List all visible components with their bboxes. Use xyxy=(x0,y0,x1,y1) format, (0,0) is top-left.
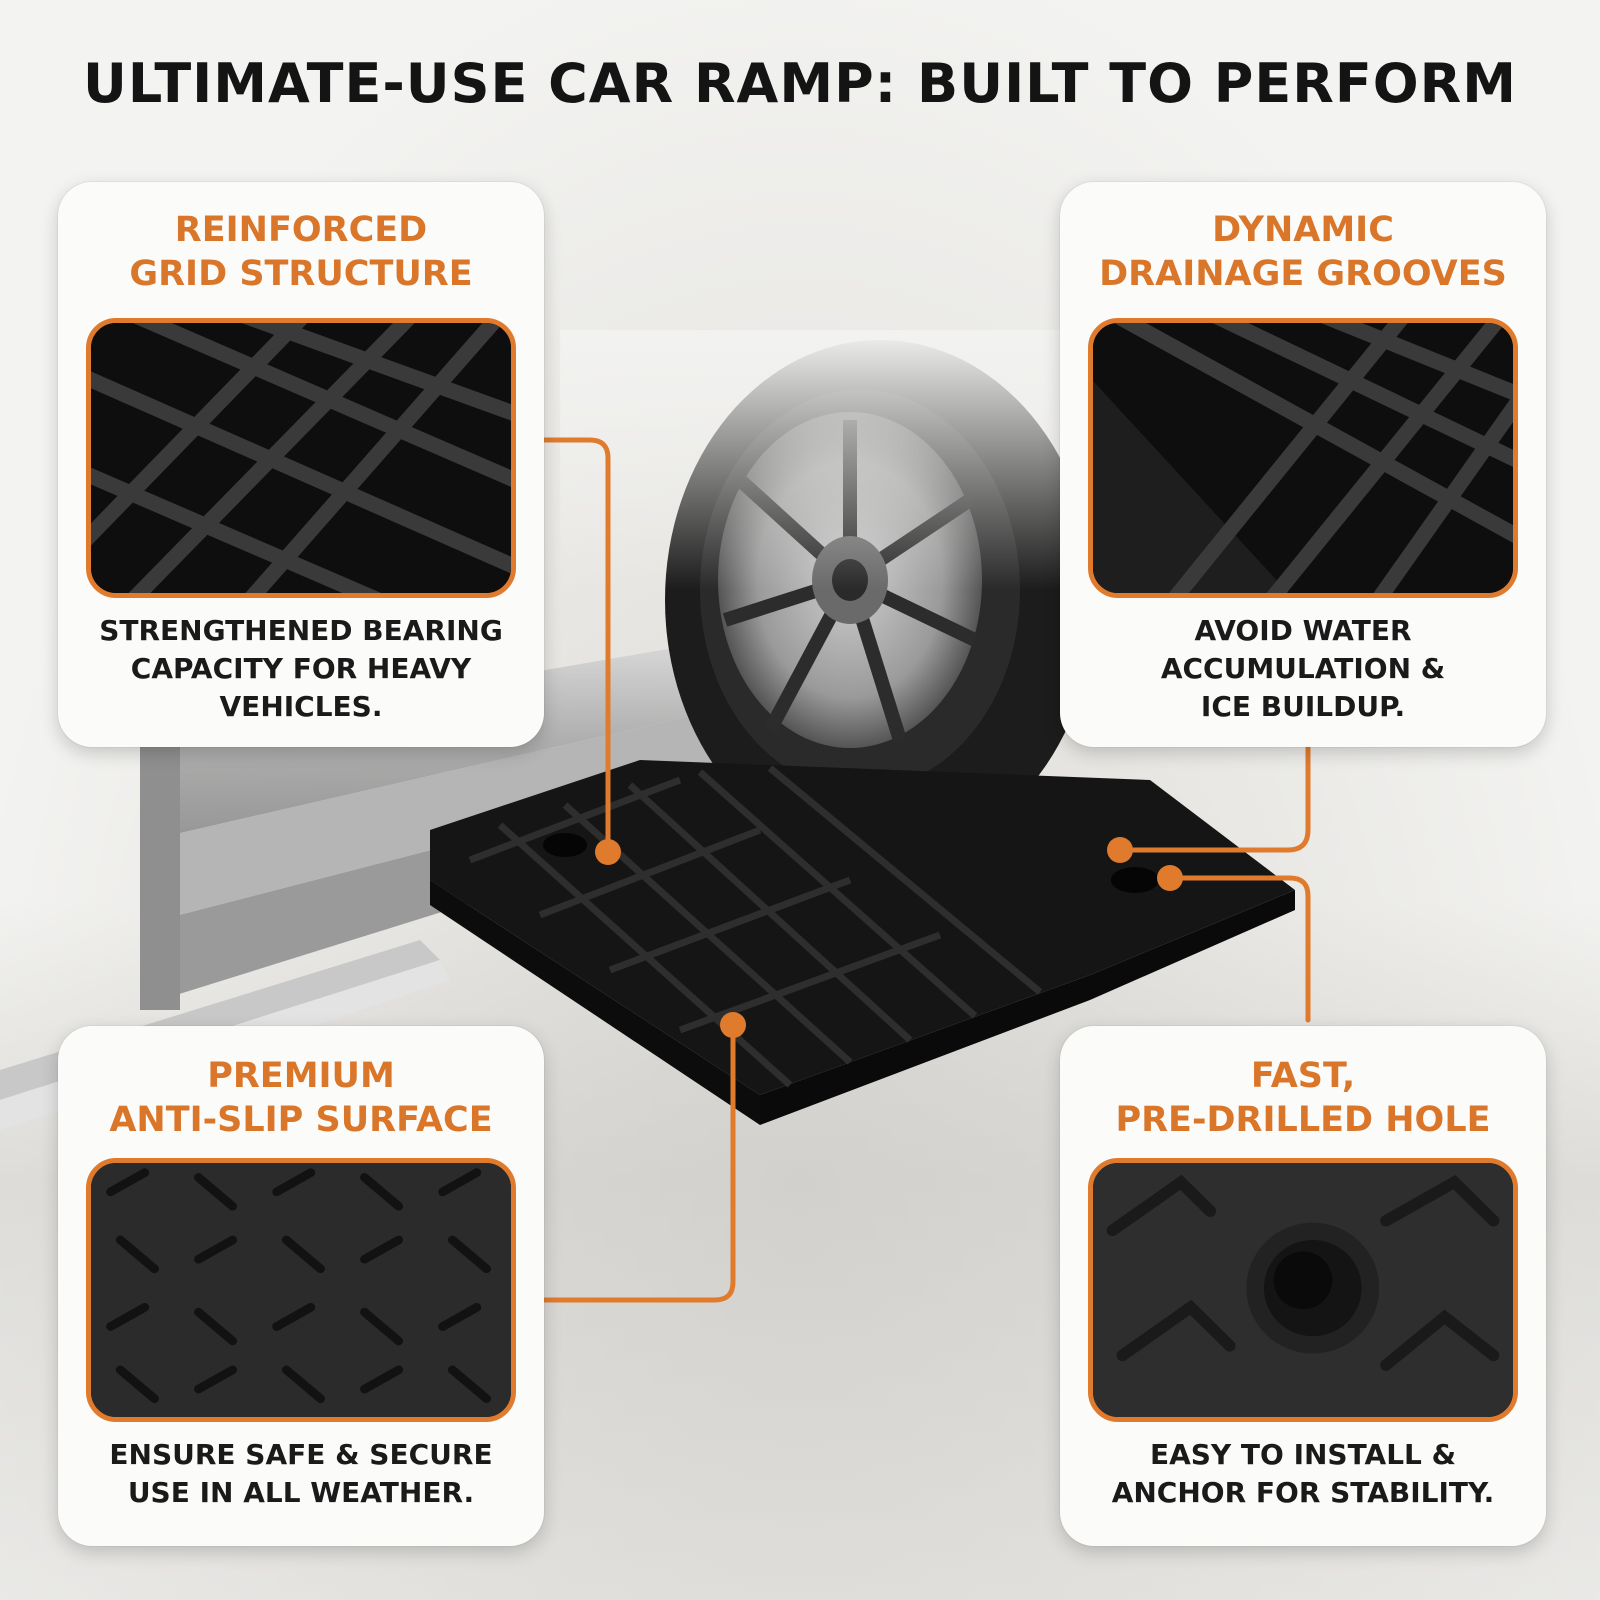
drainage-grooves-photo xyxy=(1088,318,1518,598)
feature-card-anti-slip-surface: PREMIUM ANTI-SLIP SURFACE ENSURE SAFE & … xyxy=(58,1026,544,1546)
card-heading: DYNAMIC DRAINAGE GROOVES xyxy=(1099,210,1507,294)
car-ramp xyxy=(430,760,1295,1125)
grid-structure-photo xyxy=(86,318,516,598)
card-caption: ENSURE SAFE & SECURE USE IN ALL WEATHER. xyxy=(109,1438,493,1509)
card-heading: FAST, PRE-DRILLED HOLE xyxy=(1115,1056,1491,1140)
card-caption: STRENGTHENED BEARING CAPACITY FOR HEAVY … xyxy=(99,614,503,723)
feature-card-grid-structure: REINFORCED GRID STRUCTURE STRENGTHENED B… xyxy=(58,182,544,747)
card-heading: REINFORCED GRID STRUCTURE xyxy=(129,210,473,294)
card-caption: AVOID WATER ACCUMULATION & ICE BUILDUP. xyxy=(1160,614,1446,723)
pre-drilled-hole-photo xyxy=(1088,1158,1518,1422)
card-caption: EASY TO INSTALL & ANCHOR FOR STABILITY. xyxy=(1111,1438,1495,1509)
anti-slip-surface-photo xyxy=(86,1158,516,1422)
callout-lines xyxy=(542,437,1311,1303)
feature-card-drainage-grooves: DYNAMIC DRAINAGE GROOVES AVOID WATER ACC… xyxy=(1060,182,1546,747)
page-title: ULTIMATE-USE CAR RAMP: BUILT TO PERFORM xyxy=(83,52,1517,115)
callout-dots xyxy=(595,837,1183,1038)
feature-card-pre-drilled-hole: FAST, PRE-DRILLED HOLE EASY TO INSTALL &… xyxy=(1060,1026,1546,1546)
card-heading: PREMIUM ANTI-SLIP SURFACE xyxy=(109,1056,493,1140)
